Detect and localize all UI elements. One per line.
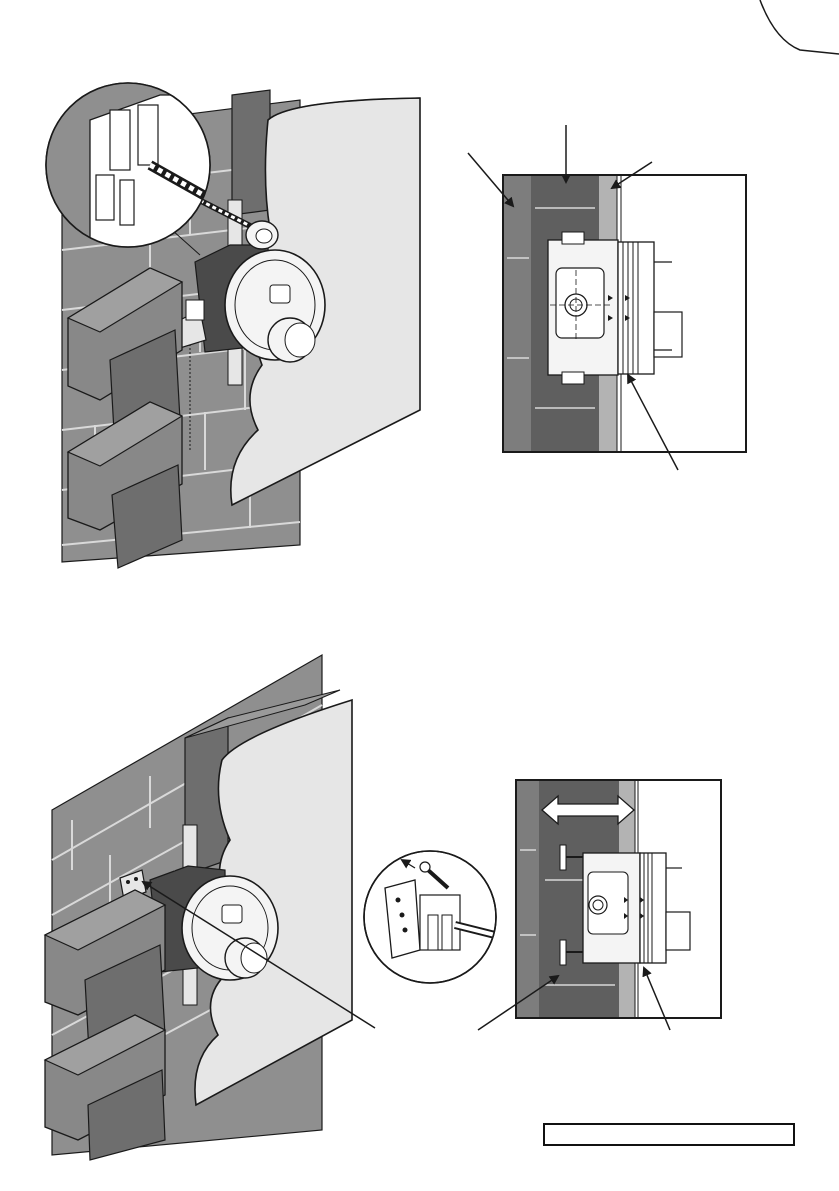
figure-1-perspective bbox=[46, 83, 420, 568]
crop-marks bbox=[760, 0, 839, 54]
figure-4-section bbox=[478, 780, 721, 1030]
block-column-1 bbox=[232, 90, 270, 215]
zoom-inset-3 bbox=[364, 851, 496, 983]
footer-code-box bbox=[543, 1123, 795, 1146]
figure-2-section bbox=[468, 125, 746, 470]
figure-3-perspective bbox=[45, 655, 496, 1160]
